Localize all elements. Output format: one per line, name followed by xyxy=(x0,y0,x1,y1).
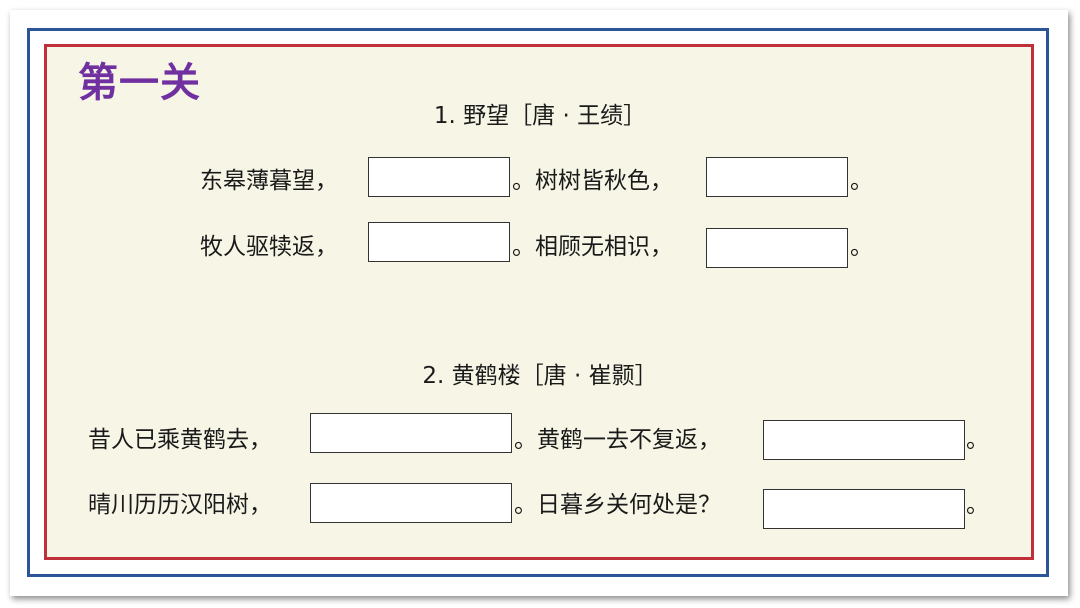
poem1-line2-before: 牧人驱犊返， xyxy=(200,234,338,260)
outer-border xyxy=(27,28,1049,577)
poem2-line1-end: 。 xyxy=(966,427,989,453)
poem1-line1-end: 。 xyxy=(850,168,873,194)
answer-box-1-2[interactable] xyxy=(706,157,848,197)
answer-box-1-1[interactable] xyxy=(368,157,510,197)
poem-title-1: 1. 野望［唐 · 王绩］ xyxy=(433,103,647,129)
answer-box-2-3[interactable] xyxy=(310,483,512,523)
level-title: 第一关 xyxy=(78,60,201,106)
poem1-line2-end: 。 xyxy=(850,234,873,260)
poem1-line1-before: 东皋薄暮望， xyxy=(200,168,338,194)
poem1-line1-mid: 。树树皆秋色， xyxy=(512,168,673,194)
poem2-line1-mid: 。黄鹤一去不复返， xyxy=(514,427,721,453)
content-panel xyxy=(44,44,1034,560)
answer-box-2-4[interactable] xyxy=(763,489,965,529)
answer-box-1-4[interactable] xyxy=(706,228,848,268)
poem2-line1-before: 昔人已乘黄鹤去， xyxy=(88,427,272,453)
poem-title-2: 2. 黄鹤楼［唐 · 崔颢］ xyxy=(422,363,658,389)
answer-box-1-3[interactable] xyxy=(368,222,510,262)
poem2-line2-end: 。 xyxy=(966,492,989,518)
answer-box-2-2[interactable] xyxy=(763,420,965,460)
poem2-line2-mid: 。日暮乡关何处是？ xyxy=(514,492,721,518)
poem2-line2-before: 晴川历历汉阳树， xyxy=(88,492,272,518)
answer-box-2-1[interactable] xyxy=(310,413,512,453)
poem1-line2-mid: 。相顾无相识， xyxy=(512,234,673,260)
